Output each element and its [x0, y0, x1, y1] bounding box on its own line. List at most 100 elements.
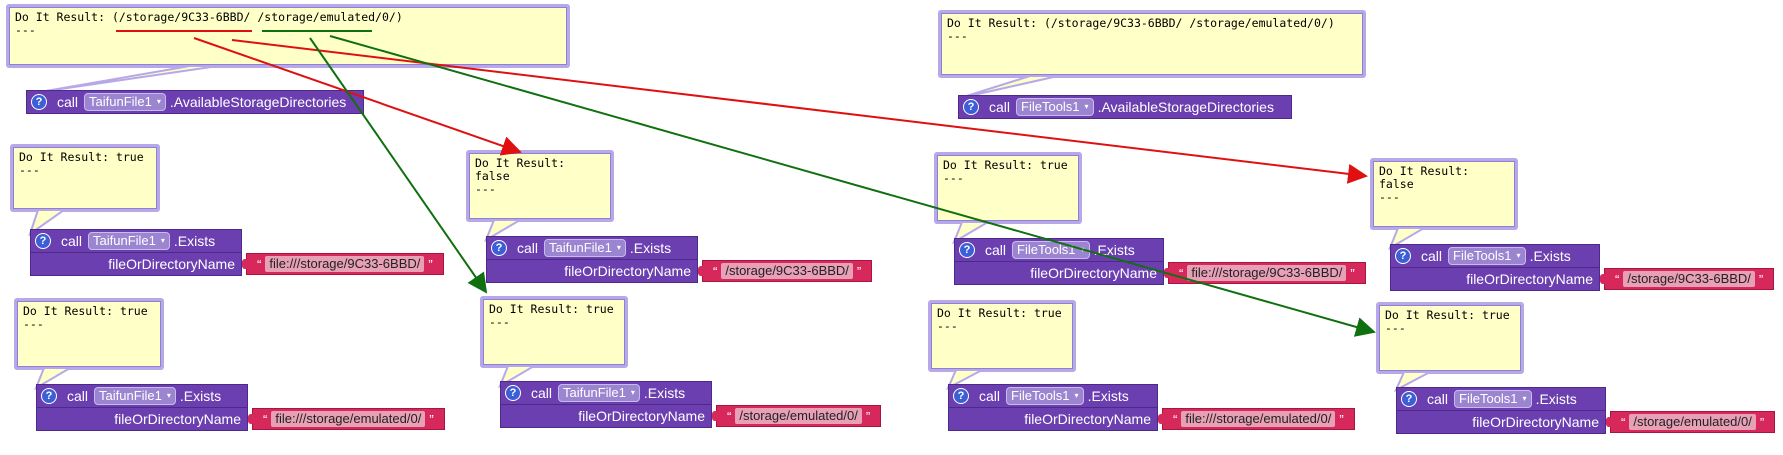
string-input[interactable]: “file:///storage/9C33-6BBD/”	[242, 253, 444, 275]
help-icon[interactable]: ?	[953, 388, 969, 404]
string-input[interactable]: “file:///storage/emulated/0/”	[1158, 408, 1355, 430]
result-separator: ---	[23, 317, 44, 331]
method-label: .Exists	[1535, 391, 1577, 407]
param-label: fileOrDirectoryName	[1466, 271, 1593, 287]
help-icon[interactable]: ?	[31, 94, 47, 110]
result-text: Do It Result: true	[23, 304, 148, 318]
chevron-down-icon: ▾	[1516, 251, 1521, 260]
chevron-down-icon: ▾	[166, 391, 171, 400]
result-bubble-ft-1: Do It Result: true ---	[934, 152, 1082, 224]
component-dropdown[interactable]: TaifunFile1▾	[558, 384, 640, 402]
result-separator: ---	[947, 29, 968, 43]
component-dropdown[interactable]: FileTools1▾	[1454, 390, 1532, 408]
method-label: .Exists	[643, 385, 686, 401]
result-text: Do It Result: (/storage/9C33-6BBD/ /stor…	[15, 10, 403, 24]
chevron-down-icon: ▾	[156, 97, 161, 106]
call-label: call	[989, 99, 1011, 115]
result-bubble-top-right: Do It Result: (/storage/9C33-6BBD/ /stor…	[938, 10, 1366, 78]
help-icon[interactable]: ?	[1401, 391, 1417, 407]
bubble-tail	[946, 369, 983, 390]
result-bubble-top-left: Do It Result: (/storage/9C33-6BBD/ /stor…	[6, 4, 570, 68]
help-icon[interactable]: ?	[1395, 248, 1411, 264]
string-input[interactable]: “file:///storage/9C33-6BBD/”	[1164, 262, 1366, 284]
help-icon[interactable]: ?	[963, 99, 979, 115]
result-bubble-ft-3: Do It Result: true ---	[928, 300, 1076, 372]
bubble-tail	[34, 367, 74, 390]
result-bubble-tf-4: Do It Result: true ---	[480, 296, 628, 368]
chevron-down-icon: ▾	[160, 236, 165, 245]
method-label: .AvailableStorageDirectories	[1097, 99, 1274, 115]
result-separator: ---	[1379, 190, 1400, 204]
chevron-down-icon: ▾	[616, 243, 621, 252]
result-bubble-ft-2: Do It Result: false ---	[1370, 158, 1518, 230]
result-text: Do It Result: true	[943, 158, 1068, 172]
bubble-tail	[1388, 227, 1428, 250]
call-label: call	[979, 388, 1001, 404]
call-label: call	[1427, 391, 1449, 407]
string-input[interactable]: “/storage/9C33-6BBD/”	[1600, 268, 1775, 290]
component-dropdown[interactable]: FileTools1▾	[1012, 241, 1090, 259]
result-separator: ---	[15, 23, 36, 37]
method-label: .Exists	[1087, 388, 1129, 404]
chevron-down-icon: ▾	[1080, 245, 1085, 254]
result-text: Do It Result: true	[1385, 308, 1510, 322]
help-icon[interactable]: ?	[959, 242, 975, 258]
help-icon[interactable]: ?	[35, 233, 51, 249]
param-label: fileOrDirectoryName	[564, 263, 691, 279]
result-bubble-tf-2: Do It Result: false ---	[466, 150, 614, 222]
result-text: Do It Result: true	[489, 302, 614, 316]
call-label: call	[57, 94, 79, 110]
chevron-down-icon: ▾	[630, 388, 635, 397]
result-text: Do It Result: true	[19, 150, 144, 164]
call-label: call	[517, 240, 539, 256]
component-dropdown[interactable]: TaifunFile1▾	[544, 239, 626, 257]
result-text: Do It Result: false	[475, 156, 566, 183]
result-bubble-ft-4: Do It Result: true ---	[1376, 302, 1524, 374]
string-input[interactable]: “/storage/emulated/0/”	[712, 405, 882, 427]
method-label: .Exists	[1093, 242, 1135, 258]
method-label: .Exists	[173, 233, 216, 249]
result-separator: ---	[489, 315, 510, 329]
method-label: .Exists	[1529, 248, 1571, 264]
result-separator: ---	[1385, 321, 1406, 335]
method-label: .Exists	[179, 388, 222, 404]
component-dropdown[interactable]: TaifunFile1▾	[88, 232, 170, 250]
chevron-down-icon: ▾	[1522, 394, 1527, 403]
result-separator: ---	[943, 171, 964, 185]
result-text: Do It Result: (/storage/9C33-6BBD/ /stor…	[947, 16, 1335, 30]
string-input[interactable]: “file:///storage/emulated/0/”	[248, 408, 445, 430]
method-label: .AvailableStorageDirectories	[169, 94, 347, 110]
bubble-tail	[28, 209, 68, 236]
method-label: .Exists	[629, 240, 672, 256]
result-text: Do It Result: false	[1379, 164, 1470, 191]
param-label: fileOrDirectoryName	[1472, 414, 1599, 430]
component-dropdown[interactable]: TaifunFile1▾	[84, 93, 166, 111]
call-label: call	[1421, 248, 1443, 264]
help-icon[interactable]: ?	[505, 385, 521, 401]
param-label: fileOrDirectoryName	[1030, 265, 1157, 281]
result-separator: ---	[19, 163, 40, 177]
call-label: call	[61, 233, 83, 249]
component-dropdown[interactable]: TaifunFile1▾	[94, 387, 176, 405]
param-label: fileOrDirectoryName	[114, 411, 241, 427]
help-icon[interactable]: ?	[41, 388, 57, 404]
component-dropdown[interactable]: FileTools1▾	[1448, 247, 1526, 265]
help-icon[interactable]: ?	[491, 240, 507, 256]
component-dropdown[interactable]: FileTools1▾	[1016, 98, 1094, 116]
chevron-down-icon: ▾	[1074, 391, 1079, 400]
result-bubble-tf-3: Do It Result: true ---	[14, 298, 164, 370]
bubble-tail	[1394, 371, 1431, 392]
param-label: fileOrDirectoryName	[578, 408, 705, 424]
result-text: Do It Result: true	[937, 306, 1062, 320]
string-input[interactable]: “/storage/9C33-6BBD/”	[698, 260, 873, 282]
param-label: fileOrDirectoryName	[108, 256, 235, 272]
component-dropdown[interactable]: FileTools1▾	[1006, 387, 1084, 405]
call-label: call	[985, 242, 1007, 258]
result-separator: ---	[937, 319, 958, 333]
call-label: call	[531, 385, 553, 401]
string-input[interactable]: “/storage/emulated/0/”	[1606, 411, 1776, 433]
result-bubble-tf-1: Do It Result: true ---	[10, 144, 160, 212]
result-separator: ---	[475, 182, 496, 196]
param-label: fileOrDirectoryName	[1024, 411, 1151, 427]
chevron-down-icon: ▾	[1084, 102, 1089, 111]
